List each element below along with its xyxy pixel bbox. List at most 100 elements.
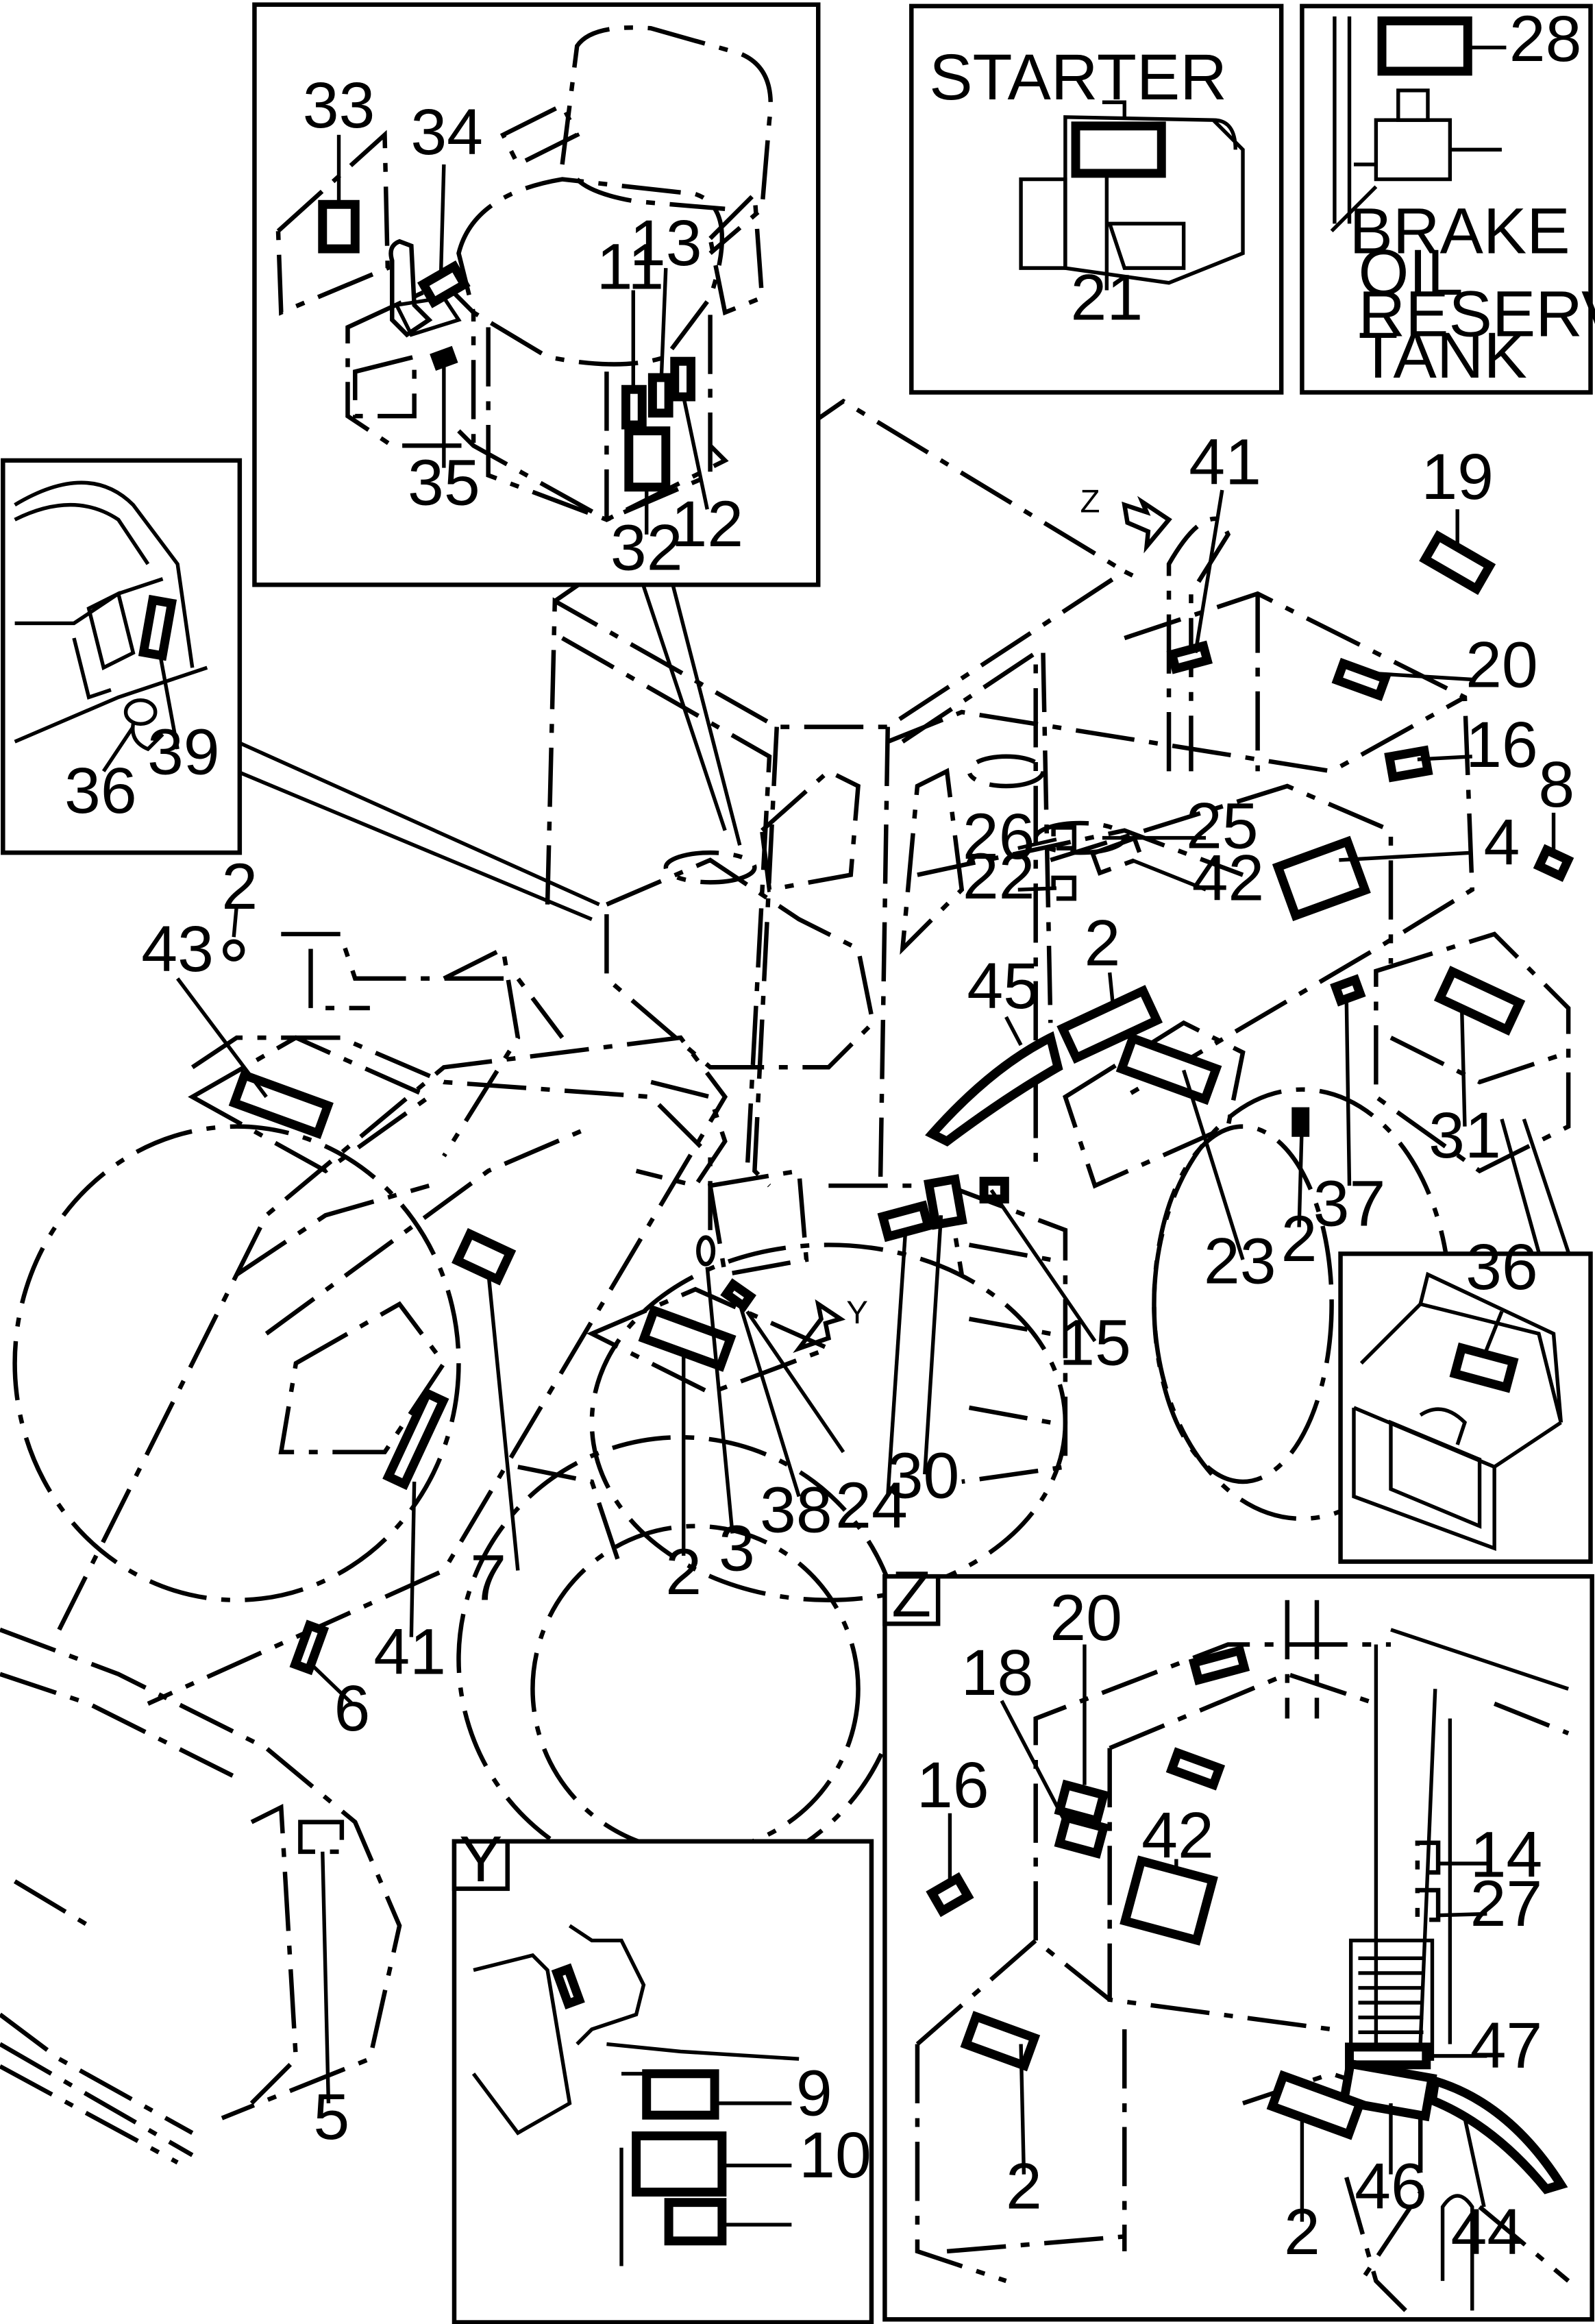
decal-16	[1533, 844, 1574, 882]
view-y-inset: Y 9 10	[452, 1823, 874, 2324]
callout-18-z: 18	[961, 1637, 1034, 1709]
callout-14-z: 14	[1470, 1819, 1543, 1892]
brake-caption-1: BRAKE	[1350, 195, 1570, 268]
decal-8-22	[1089, 835, 1145, 876]
arrow-y-icon	[793, 1299, 846, 1354]
decal-16-z	[926, 1872, 974, 1918]
callout-3: 3	[719, 1513, 755, 1585]
callout-44-z: 44	[1451, 2196, 1524, 2268]
decal-26	[1051, 875, 1077, 901]
decal-2-fender	[1115, 1032, 1222, 1105]
callout-28: 28	[1509, 3, 1582, 75]
decal-2-center	[638, 1304, 737, 1372]
callout-21: 21	[1071, 262, 1143, 334]
ring-3	[696, 1235, 716, 1267]
decal-5	[298, 1820, 345, 1855]
callout-38: 38	[760, 1473, 832, 1546]
callout-19: 20	[1466, 628, 1538, 701]
decal-35	[430, 345, 458, 371]
decal-30	[924, 1174, 967, 1230]
decal-39	[138, 594, 177, 661]
decal-2-left	[228, 1069, 334, 1140]
brake-caption-2: OIL	[1358, 236, 1463, 309]
callout-47-z: 47	[1470, 2009, 1543, 2082]
decal-z-top	[1188, 1645, 1250, 1686]
brake-tank-inset: 28 BRAKE OIL RESERVOIR TANK	[1300, 3, 1595, 395]
callout-7: 7	[470, 1542, 506, 1615]
decal-2-z-right	[1266, 2070, 1366, 2140]
decal-33	[318, 199, 360, 254]
callout-2b: 23	[1204, 1225, 1276, 1298]
decal-23	[1330, 974, 1366, 1007]
callout-17: 41	[1189, 426, 1261, 498]
arrow-y-label: Y	[846, 1295, 868, 1331]
callout-32: 32	[610, 512, 683, 585]
callout-4: 2	[221, 851, 258, 923]
callout-20-z: 20	[1050, 1582, 1122, 1654]
callout-30: 30	[887, 1440, 960, 1513]
callout-24: 24	[835, 1469, 908, 1542]
decal-25	[1051, 825, 1077, 851]
seat-detail-inset: 33 34 11 13 35 32 12	[252, 2, 821, 587]
decal-21	[1071, 121, 1166, 178]
arrow-z-label: Z	[1080, 483, 1100, 519]
callout-39: 39	[147, 716, 220, 789]
callout-2a: 43	[141, 913, 214, 986]
decal-7	[452, 1227, 517, 1286]
callout-42-z: 42	[1141, 1799, 1214, 1872]
callout-36: 36	[64, 755, 137, 827]
view-arrows: Z Y	[793, 483, 1172, 1354]
decal-10	[664, 2198, 727, 2246]
decal-13	[647, 373, 673, 418]
decal-28	[1377, 16, 1472, 76]
starter-inset: STARTER 21	[909, 3, 1284, 395]
callout-2d: 2	[665, 1536, 702, 1609]
callout-26: 22	[963, 840, 1035, 913]
view-y-tag: Y	[459, 1823, 502, 1896]
callout-13: 13	[630, 207, 702, 280]
decal-11	[621, 384, 647, 430]
callout-8: 25	[1186, 790, 1259, 863]
decal-27-z	[1415, 1887, 1441, 1922]
decal-43	[925, 1031, 1063, 1147]
callout-9: 10	[799, 2119, 871, 2192]
decal-38	[720, 1278, 756, 1312]
decal-34	[417, 260, 471, 308]
decal-1-40	[642, 2069, 719, 2120]
callout-6: 6	[334, 1672, 371, 1745]
callout-2c: 31	[1429, 1099, 1501, 1172]
arrow-z-icon	[1122, 496, 1172, 554]
decal-18-z	[1054, 1812, 1109, 1859]
decal-32	[624, 426, 671, 492]
brake-caption-4: TANK	[1358, 319, 1526, 392]
callout-25: 26	[963, 800, 1035, 873]
decal-24	[877, 1200, 934, 1243]
decal-45	[1056, 985, 1163, 1064]
callout-1-40: 9	[796, 2057, 832, 2129]
decal-20	[1384, 745, 1433, 783]
callout-22: 42	[1192, 842, 1265, 914]
decal-42-z	[1120, 1855, 1218, 1946]
callout-15: 36	[1466, 1231, 1538, 1304]
callout-34: 34	[410, 96, 483, 169]
callout-16: 8	[1538, 748, 1574, 821]
callout-37: 2	[1281, 1203, 1318, 1275]
ring-4	[223, 939, 245, 962]
decal-2-rear	[1433, 966, 1526, 1036]
decal-15	[1449, 1342, 1519, 1393]
decal-9	[632, 2131, 727, 2197]
callout-11: 11	[597, 230, 665, 303]
battery-inset: 36	[1338, 1231, 1593, 1564]
loader-body	[0, 398, 1571, 2165]
callout-45: 2	[1084, 907, 1120, 979]
callout-42: 4	[1484, 806, 1520, 879]
callout-12: 12	[671, 488, 743, 561]
main-callouts: 41 19 20 16 8 25 26 22 42 4 2 43 45 2 23…	[141, 426, 1574, 2153]
decal-41-top	[1419, 530, 1496, 596]
view-z-inset: Z	[882, 1558, 1594, 2322]
decal-z-mid	[1165, 1747, 1226, 1791]
callout-23: 37	[1313, 1167, 1386, 1240]
callout-35: 35	[408, 447, 480, 519]
decal-41-arm	[382, 1387, 449, 1491]
callout-2-z-left: 2	[1006, 2150, 1042, 2223]
